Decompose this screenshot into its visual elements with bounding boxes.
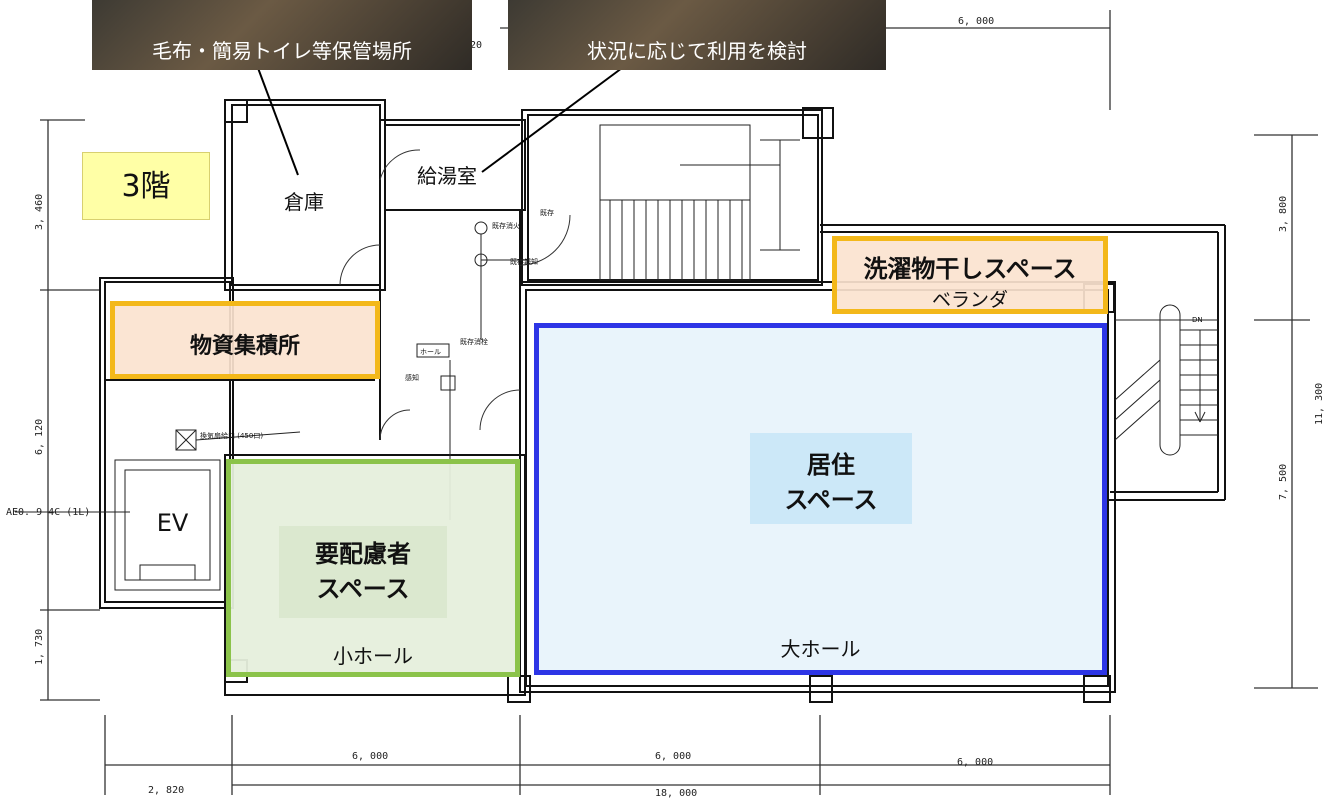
dim-top-partial: 20 bbox=[470, 40, 482, 51]
dim-left-upper: 3, 460 bbox=[34, 194, 45, 230]
storage-leader-line bbox=[257, 67, 299, 176]
supplies-label: 物資集積所 bbox=[189, 334, 300, 359]
living-zone: 居住 スペース 大ホール bbox=[534, 323, 1107, 675]
care-label-line2: スペース bbox=[316, 575, 410, 603]
dim-left-mid: 6, 120 bbox=[34, 419, 45, 455]
elevator-label: EV bbox=[140, 498, 205, 548]
kitchen-photo: 状況に応じて利用を検討 bbox=[508, 0, 886, 70]
dim-bottom-left: 6, 000 bbox=[352, 751, 388, 762]
storage-photo: 毛布・簡易トイレ等保管場所 bbox=[92, 0, 472, 70]
veranda-label: ベランダ bbox=[931, 289, 1008, 311]
living-label-line1: 居住 bbox=[807, 451, 855, 479]
living-label-line2: スペース bbox=[784, 486, 878, 514]
dim-bottom-first: 2, 820 bbox=[148, 785, 184, 796]
care-zone: 要配慮者 スペース 小ホール bbox=[226, 459, 520, 677]
floor-label: 3階 bbox=[82, 152, 210, 220]
care-label-line1: 要配慮者 bbox=[315, 540, 411, 568]
dim-bottom-mid: 6, 000 bbox=[655, 751, 691, 762]
dim-right-lower: 7, 500 bbox=[1278, 464, 1289, 500]
living-label-box: 居住 スペース bbox=[750, 433, 912, 524]
care-label-box: 要配慮者 スペース bbox=[279, 526, 447, 618]
room-kitchen-label: 給湯室 bbox=[417, 164, 477, 188]
dim-right-total: 11, 300 bbox=[1314, 383, 1325, 425]
laundry-zone: 洗濯物干しスペース ベランダ bbox=[832, 236, 1108, 314]
dim-right-upper: 3, 800 bbox=[1278, 196, 1289, 232]
laundry-label: 洗濯物干しスペース bbox=[863, 255, 1077, 283]
kitchen-photo-caption: 状況に応じて利用を検討 bbox=[587, 39, 807, 63]
ae-label: AE0. 9-4C (1L) bbox=[6, 507, 90, 518]
supplies-zone: 物資集積所 bbox=[110, 301, 380, 379]
existing-label-1: 既存消栓 bbox=[460, 337, 488, 346]
dim-bottom-right: 6, 000 bbox=[957, 757, 993, 768]
fire-alarm-label: 既存報知 bbox=[510, 257, 538, 266]
fire-ext-label: 既存消火 bbox=[492, 221, 520, 230]
dim-left-lower: 1, 730 bbox=[34, 629, 45, 665]
vent-label: 換気扇給口 (450口) bbox=[200, 431, 263, 440]
smoke-label: 感知 bbox=[405, 373, 419, 382]
hall-small-label: ホール bbox=[420, 348, 441, 356]
kitchen-leader-line bbox=[481, 67, 623, 173]
room-storage-label: 倉庫 bbox=[284, 190, 324, 214]
stair-dn-label: DN bbox=[1192, 316, 1203, 324]
large-hall-label: 大ホール bbox=[780, 637, 861, 661]
existing-label-2: 既存 bbox=[540, 208, 554, 217]
dim-bottom-total: 18, 000 bbox=[655, 788, 697, 799]
small-hall-label: 小ホール bbox=[333, 644, 413, 668]
storage-photo-caption: 毛布・簡易トイレ等保管場所 bbox=[152, 39, 412, 63]
dim-top-right: 6, 000 bbox=[958, 16, 994, 27]
